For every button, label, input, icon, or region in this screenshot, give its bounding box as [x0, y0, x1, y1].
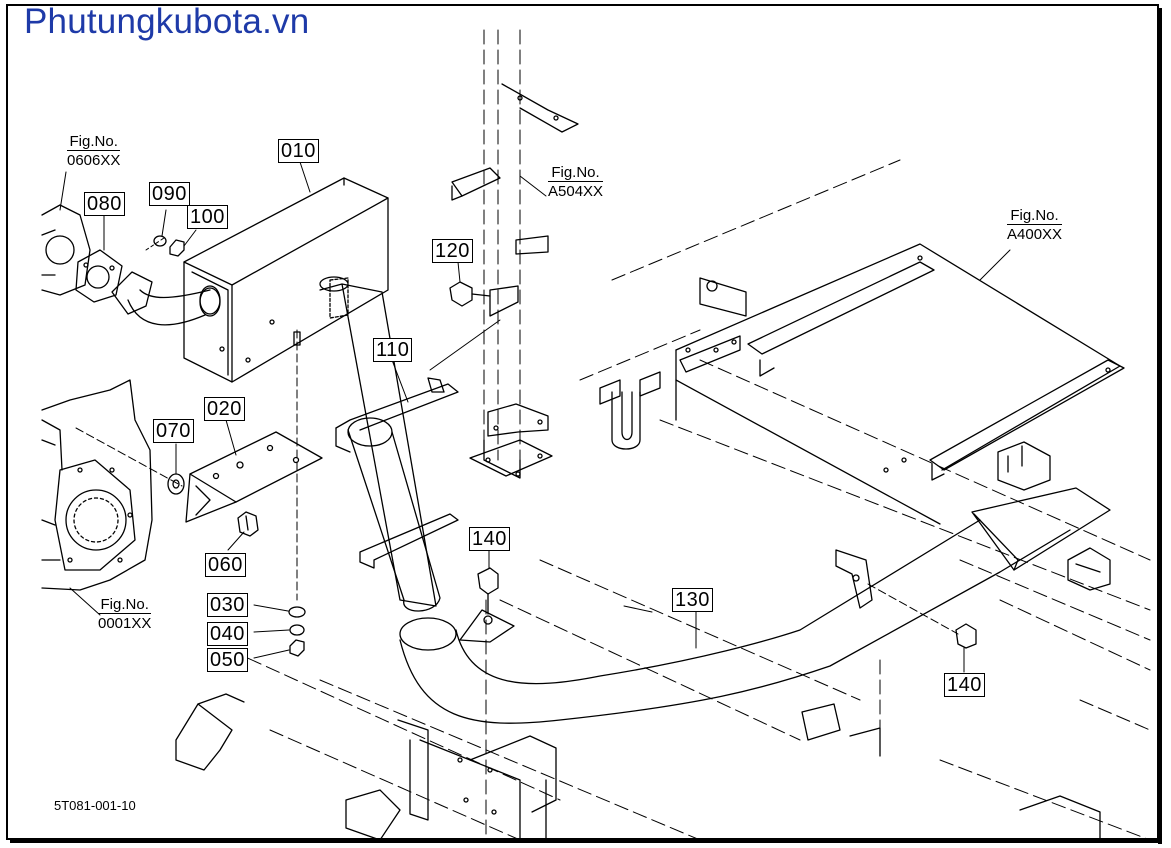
callout-050[interactable]: 050: [207, 648, 248, 672]
bracket-020: [185, 431, 323, 523]
fig-ref-label: Fig.No.: [100, 596, 149, 613]
bolt-140-right: [955, 623, 977, 649]
fig-ref-a400xx: Fig.No. A400XX: [1007, 207, 1063, 243]
nut-100: [169, 239, 185, 257]
fig-ref-code: A400XX: [1007, 224, 1063, 243]
callout-100[interactable]: 100: [187, 205, 228, 229]
spring-washer-040: [288, 606, 306, 636]
exhaust-pipe-130: [399, 487, 1111, 724]
frame-shadow-right: [1158, 8, 1162, 844]
site-watermark: Phutungkubota.vn: [24, 2, 310, 41]
u-bolt-clamp: [599, 371, 661, 450]
callout-140-right[interactable]: 140: [944, 673, 985, 697]
callout-080[interactable]: 080: [84, 192, 125, 216]
callout-020[interactable]: 020: [204, 397, 245, 421]
fig-ref-0001xx: Fig.No. 0001XX: [98, 596, 152, 632]
callout-120[interactable]: 120: [432, 239, 473, 263]
callout-140-left[interactable]: 140: [469, 527, 510, 551]
drawing-number: 5T081-001-10: [54, 798, 136, 813]
callout-070[interactable]: 070: [153, 419, 194, 443]
bolt-060: [237, 511, 259, 537]
fig-ref-label: Fig.No.: [1010, 207, 1059, 224]
callout-030[interactable]: 030: [207, 593, 248, 617]
fig-ref-label: Fig.No.: [69, 133, 118, 150]
muffler-inlet-pipe: [111, 271, 221, 326]
washer-070: [167, 473, 185, 495]
nut-050: [289, 639, 305, 657]
lower-frame: [175, 693, 1101, 841]
callout-010[interactable]: 010: [278, 139, 319, 163]
frame-dashed-lines: [229, 29, 1151, 841]
gasket-080: [75, 249, 123, 303]
washer-090: [153, 235, 167, 247]
callout-040[interactable]: 040: [207, 622, 248, 646]
tailpipe-110: [319, 283, 459, 612]
cab-post-frame: [451, 83, 579, 479]
engine-block: [41, 379, 153, 591]
fig-ref-code: 0001XX: [98, 613, 152, 632]
frame-shadow-bottom: [10, 839, 1162, 843]
fig-ref-code: A504XX: [548, 181, 604, 200]
callout-090[interactable]: 090: [149, 182, 190, 206]
frame-a400: [675, 243, 1125, 591]
fig-ref-label: Fig.No.: [551, 164, 600, 181]
fig-ref-code: 0606XX: [67, 150, 121, 169]
muffler-010: [183, 177, 389, 383]
bolt-140-left: [477, 567, 499, 615]
callout-130[interactable]: 130: [672, 588, 713, 612]
callout-110[interactable]: 110: [373, 338, 413, 362]
fig-ref-a504xx: Fig.No. A504XX: [548, 164, 604, 200]
fig-ref-0606xx: Fig.No. 0606XX: [67, 133, 121, 169]
exhaust-manifold: [41, 204, 91, 296]
callout-060[interactable]: 060: [205, 553, 246, 577]
stud-030: [293, 331, 301, 346]
